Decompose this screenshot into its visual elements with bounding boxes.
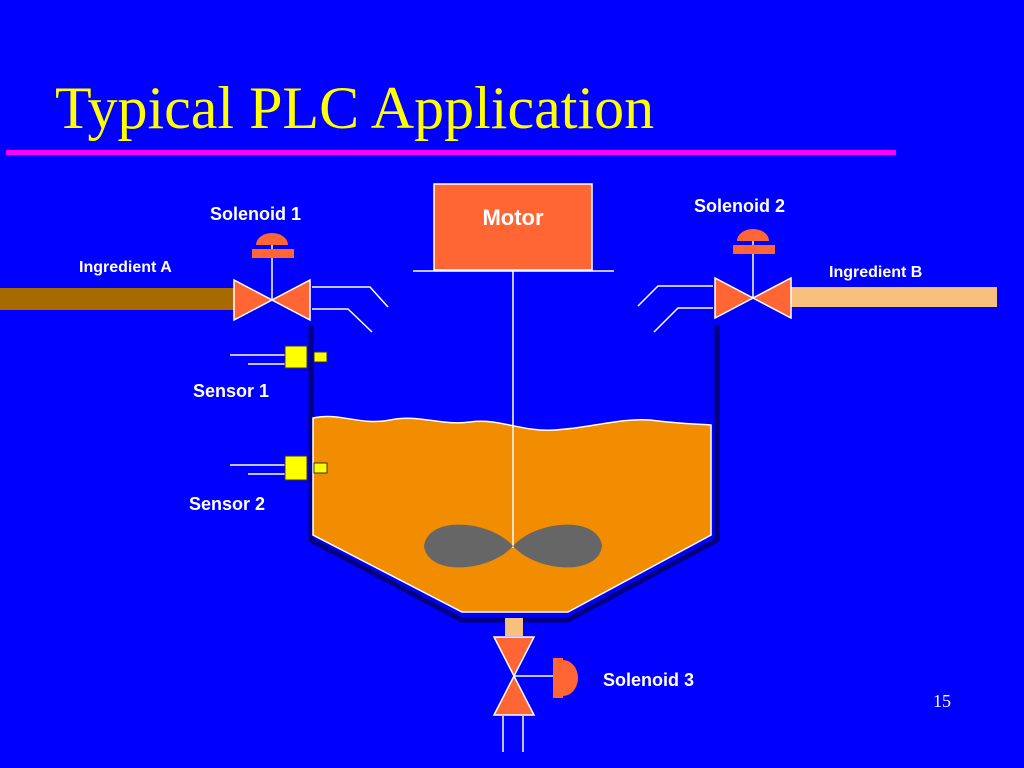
solenoid-1-label: Solenoid 1 [210, 204, 302, 224]
motor-label: Motor [482, 205, 544, 230]
ingredient-b-label: Ingredient B [829, 264, 923, 281]
sensor-1 [230, 345, 328, 369]
solenoid-3-valve [492, 618, 578, 752]
solenoid-1-valve [233, 233, 389, 333]
solenoid-2-label: Solenoid 2 [694, 196, 786, 216]
ingredient-a-label: Ingredient A [79, 259, 172, 276]
ingredient-a-pipe [0, 288, 234, 310]
solenoid-2-valve [637, 229, 792, 333]
sensor-2 [230, 455, 328, 481]
page-number: 15 [933, 691, 951, 711]
sensor-1-label: Sensor 1 [193, 381, 270, 401]
solenoid-3-label: Solenoid 3 [603, 670, 695, 690]
title-divider [6, 150, 896, 155]
sensor-2-label: Sensor 2 [189, 494, 266, 514]
motor-box [433, 183, 593, 271]
slide-title: Typical PLC Application [55, 75, 655, 141]
agitator [424, 524, 602, 568]
tank-fluid [312, 415, 712, 613]
ingredient-b-pipe [791, 287, 997, 307]
